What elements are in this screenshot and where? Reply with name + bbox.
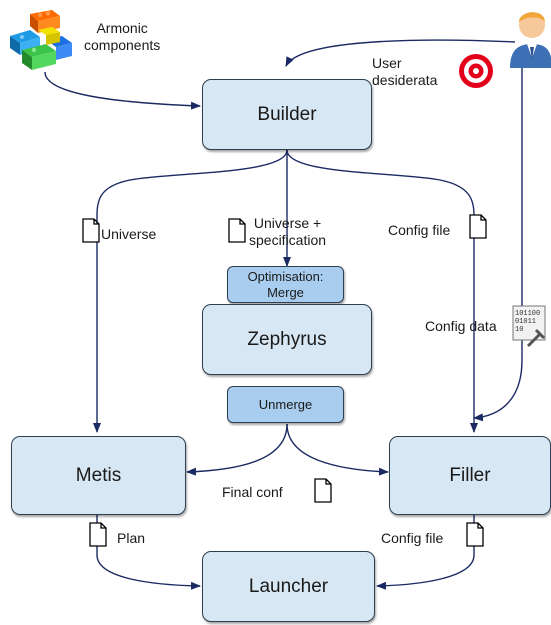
arrow-builder-to-metis [93,149,288,433]
builder-node: Builder [202,79,372,150]
universe-specification-label: Universe + specification [249,215,327,248]
arrow-user-to-builder [285,39,516,67]
arrow-unmerge-to-metis [186,423,288,476]
optimisation-merge-node: Optimisation: Merge [227,266,344,303]
user-desiderata-label: User desiderata [372,55,438,88]
arrow-user-to-filler [473,68,523,422]
final-conf-label: Final conf [222,484,283,500]
launcher-node: Launcher [202,551,375,622]
arrow-unmerge-to-filler [286,423,389,476]
arrow-components-to-builder [44,71,201,110]
armonic-components-label: Armonic components [84,20,161,53]
config-data-label: Config data [425,318,497,334]
svg-text:101100: 101100 [515,310,540,318]
plan-label: Plan [117,530,146,546]
svg-text:01011: 01011 [515,318,536,326]
config-file-top-label: Config file [388,222,451,238]
document-icon [228,218,246,243]
document-icon [89,522,107,547]
zephyrus-node: Zephyrus [202,304,372,375]
svg-text:10: 10 [515,326,523,334]
lego-blocks-icon [10,10,72,70]
document-icon [82,218,100,243]
user-icon [510,12,551,68]
universe-label: Universe [101,226,157,242]
document-icon [314,478,332,503]
arrow-metis-to-launcher [96,515,201,590]
target-icon [459,54,493,88]
unmerge-node: Unmerge [227,386,344,423]
arrow-builder-to-filler [286,149,478,433]
document-icon [469,214,487,239]
config-file-bottom-label: Config file [381,530,444,546]
arrow-filler-to-launcher [376,515,475,590]
metis-node: Metis [11,436,186,515]
document-icon [466,522,484,547]
binary-data-icon: 101100 01011 10 [512,305,546,348]
filler-node: Filler [389,436,551,515]
